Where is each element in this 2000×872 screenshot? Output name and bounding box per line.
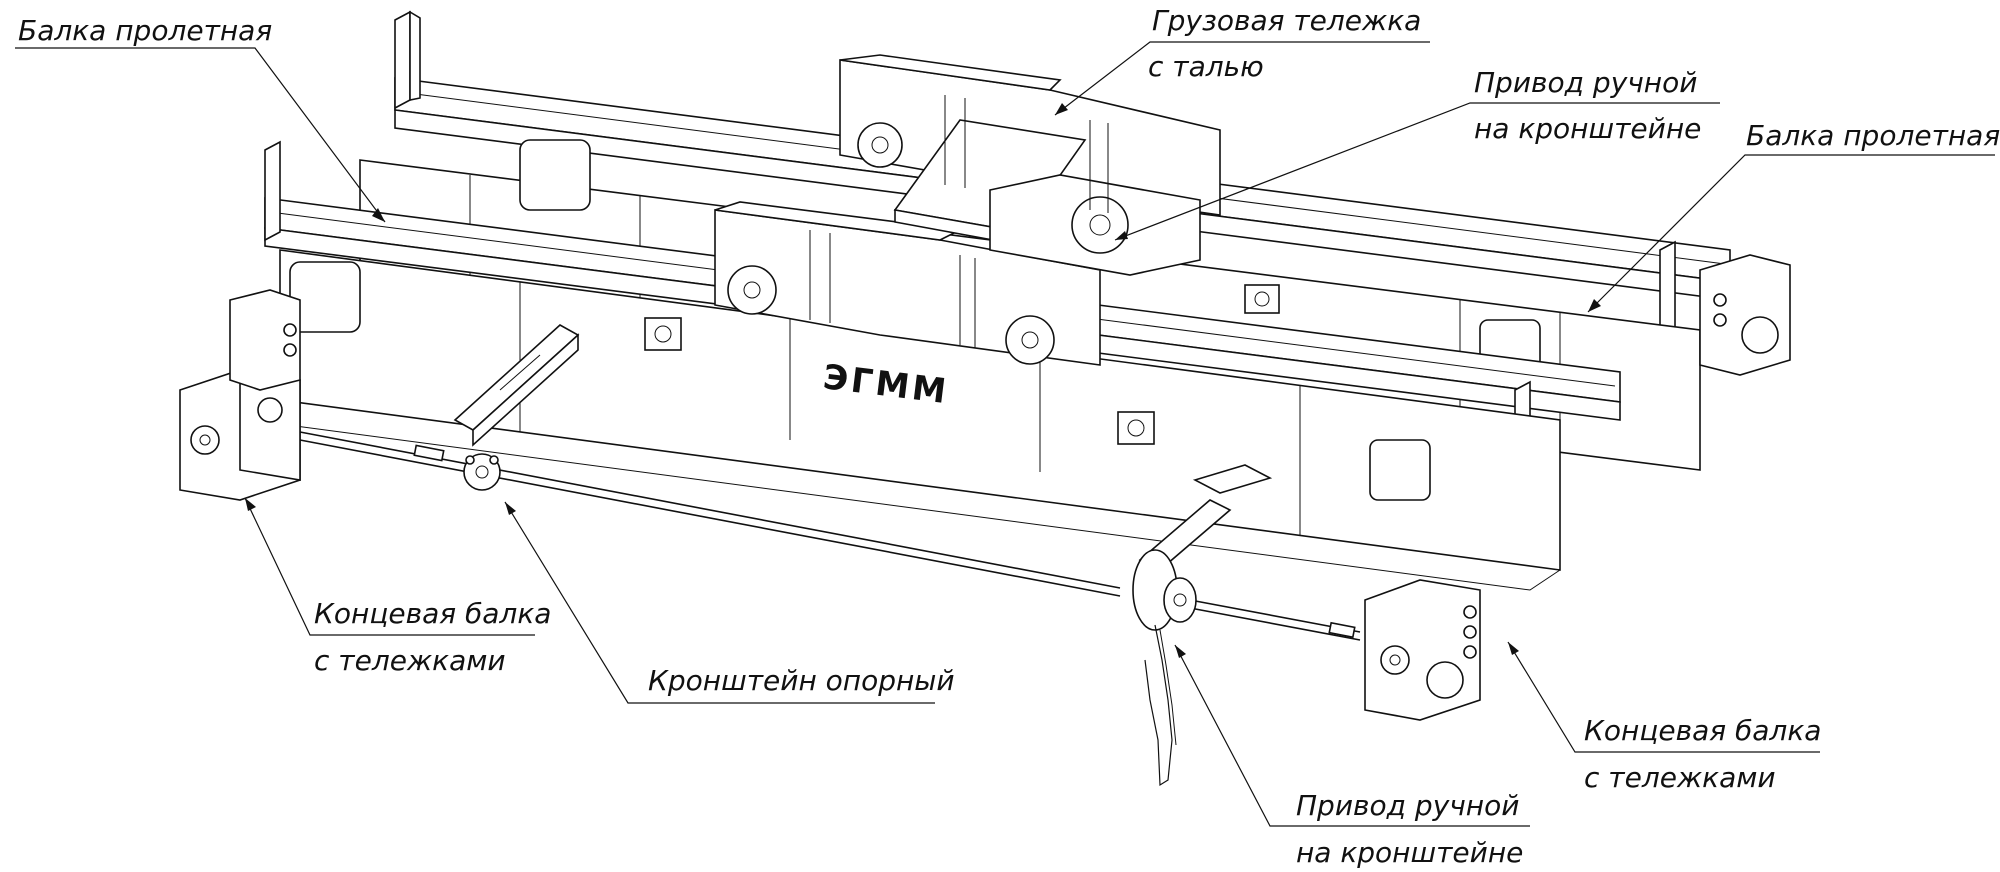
- leader-lines: [15, 41, 1995, 827]
- labels: Балка пролетная Грузовая тележка с талью…: [18, 4, 2000, 869]
- manual-drive-bottom: [1132, 464, 1273, 787]
- arrowhead-support-bracket: [505, 502, 516, 515]
- arrowhead-end-beam-left: [245, 498, 256, 511]
- drive-shaft: [299, 431, 1361, 641]
- label-manual-drive-bottom-line1: Привод ручной: [1296, 789, 1519, 822]
- arrowhead-span-beam-right: [1588, 299, 1601, 312]
- label-manual-drive-top-line1: Привод ручной: [1474, 66, 1697, 99]
- left-end-beam: [179, 289, 301, 501]
- arrowhead-manual-drive-top: [1115, 231, 1128, 240]
- leader-manual-drive-bottom: [1174, 644, 1530, 827]
- leader-span-beam-right: [1587, 154, 1995, 313]
- front-box-girder: [248, 249, 1561, 591]
- leader-end-beam-left: [244, 497, 535, 636]
- label-support-bracket: Кронштейн опорный: [648, 664, 955, 697]
- label-end-beam-right-line2: с тележками: [1584, 761, 1776, 794]
- label-span-beam-right: Балка пролетная: [1746, 119, 2000, 152]
- label-trolley-line1: Грузовая тележка: [1152, 4, 1421, 37]
- crane-drawing: ЭГММ: [179, 10, 1791, 787]
- arrowhead-manual-drive-bottom: [1175, 645, 1186, 658]
- label-manual-drive-top-line2: на кронштейне: [1474, 112, 1701, 145]
- arrowhead-end-beam-right: [1508, 642, 1519, 655]
- leader-span-beam-left: [15, 47, 386, 223]
- right-end-beam: [1364, 254, 1791, 721]
- leader-end-beam-right: [1507, 641, 1820, 753]
- arrowhead-span-beam-left: [372, 208, 385, 222]
- label-end-beam-right-line1: Концевая балка: [1584, 714, 1821, 747]
- leader-support-bracket: [504, 501, 935, 704]
- label-end-beam-left-line1: Концевая балка: [314, 597, 551, 630]
- leader-trolley: [1054, 41, 1430, 116]
- label-end-beam-left-line2: с тележками: [314, 644, 506, 677]
- label-trolley-line2: с талью: [1148, 50, 1264, 83]
- label-manual-drive-bottom-line2: на кронштейне: [1296, 836, 1523, 869]
- cargo-trolley: [714, 54, 1221, 366]
- label-span-beam-left: Балка пролетная: [18, 14, 272, 47]
- leader-manual-drive-top: [1114, 102, 1720, 241]
- arrowhead-trolley: [1055, 103, 1068, 115]
- support-bracket: [453, 324, 580, 491]
